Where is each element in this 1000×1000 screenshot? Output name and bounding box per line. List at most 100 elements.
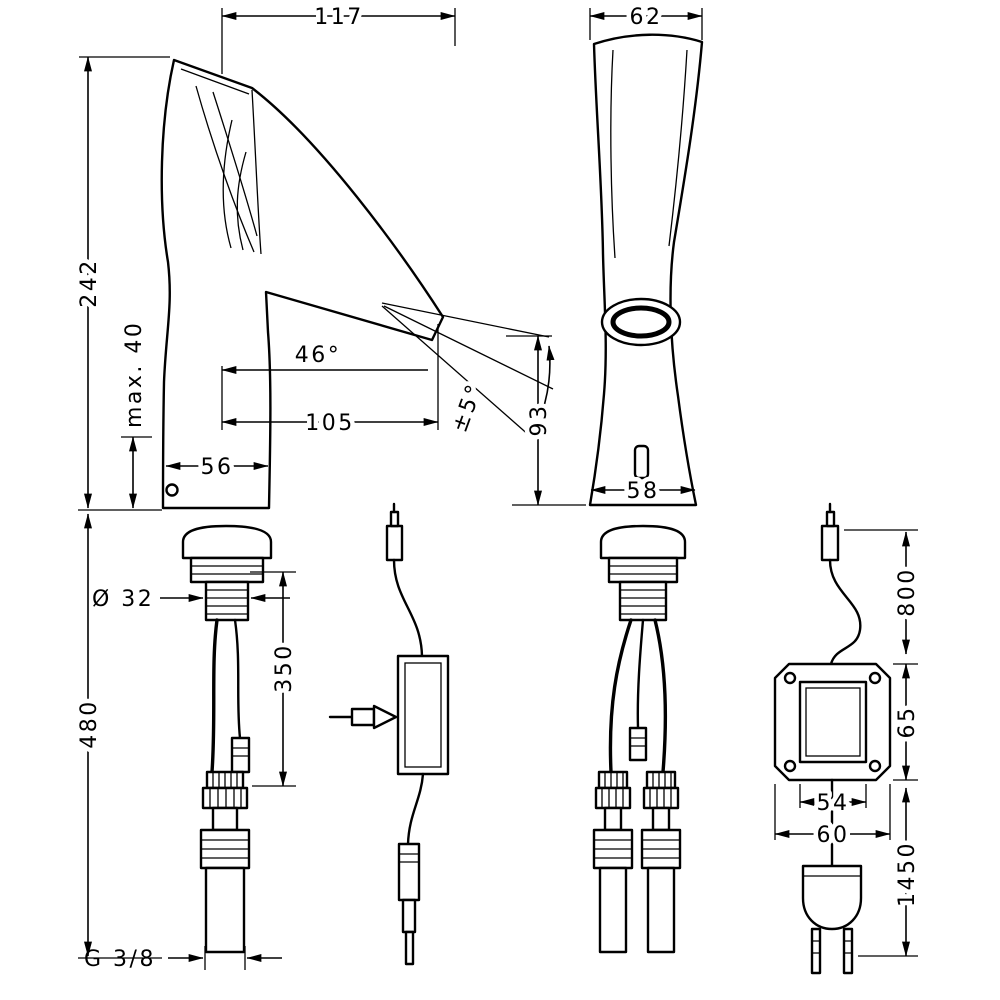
supply-hose-side: [210, 618, 219, 774]
front-contour-right: [668, 49, 688, 247]
top-connector-tip: [389, 510, 400, 528]
mounting-nut-side: [189, 556, 265, 584]
extension-lines: [204, 946, 246, 970]
euro-plug-body: [801, 864, 863, 931]
dim-label-box-width: 60: [817, 823, 850, 848]
escutcheon-front: [599, 524, 687, 560]
dim-box-height: 65: [891, 663, 925, 781]
dim-top-width: 62: [589, 1, 703, 40]
hoses-front: [608, 618, 668, 774]
dim-outlet-height: 93: [506, 335, 586, 506]
fitting-2-ribs: [601, 788, 624, 808]
dim-label-cord-length: 1450: [895, 841, 920, 907]
front-contour-left: [610, 49, 616, 259]
dim-hose-length: 480: [73, 513, 162, 959]
dim-max-mounting: max. 40: [118, 316, 152, 509]
hose-right-front: [653, 618, 668, 774]
sensor-cable-front: [636, 618, 645, 730]
connector-fitting-2: [642, 786, 680, 810]
faucet-front-view: [588, 33, 704, 507]
dim-spray-reach: 105: [221, 324, 439, 441]
control-box-inner: [404, 662, 442, 768]
top-connector-plug: [385, 524, 404, 562]
mounting-hardware-side: [181, 524, 273, 622]
spout-swirl-1: [195, 85, 255, 253]
dim-label-thread-size: G 3/8: [84, 947, 156, 972]
dim-label-spout-width: 117: [314, 5, 364, 30]
dim-body-height: 242: [73, 56, 170, 511]
transformer-box: [773, 662, 892, 782]
faucet-front-body: [588, 33, 704, 507]
sensor-led-icon: [165, 483, 179, 497]
mounting-nut-front: [607, 556, 679, 584]
dim-base-width: 58: [590, 475, 696, 509]
dim-label-box-inner-width: 54: [817, 791, 850, 816]
hose-connector-front-right: [640, 770, 682, 954]
plug-pin-left: [810, 927, 822, 975]
extension-lines: [250, 571, 296, 787]
ps-connector-body: [820, 524, 840, 562]
extension-lines: [78, 56, 170, 511]
box-inner-frame-2: [805, 687, 861, 757]
plug-profile-ribs: [399, 853, 419, 863]
dim-label-max-mounting: max. 40: [122, 321, 147, 428]
dim-label-spray-reach: 105: [305, 411, 355, 436]
hose-connector-front-left: [592, 770, 634, 954]
connector-block-ribs: [594, 839, 632, 859]
spout-swirl-4: [236, 151, 247, 251]
cable-plug-ribs-front: [630, 737, 646, 747]
dim-label-cable-length: 350: [272, 643, 297, 693]
control-unit-assembly: [328, 502, 450, 966]
hose-left-front: [608, 618, 633, 774]
screw-top-right-icon: [868, 671, 882, 685]
dim-box-inner-width: 54: [799, 784, 867, 821]
screw-bottom-left-icon: [783, 759, 797, 773]
ps-cable-upper: [828, 558, 862, 666]
spray-line-center: [383, 305, 554, 390]
dim-label-cable-to-box: 800: [895, 567, 920, 617]
spray-line-upper: [381, 302, 550, 338]
dim-box-width: 60: [774, 784, 891, 853]
spout-inner-edge: [251, 89, 262, 255]
extension-lines: [506, 335, 586, 506]
ps-connector-tip: [825, 510, 836, 528]
box-inner-frame: [798, 680, 868, 764]
fitting-1-ribs: [212, 772, 238, 788]
connector-neck: [211, 806, 239, 832]
dim-label-hole-diameter: Ø 32: [92, 587, 154, 612]
fitting-2-ribs: [649, 788, 672, 808]
dim-label-spray-angle: 46°: [295, 343, 342, 368]
dim-cable-length: 350: [250, 571, 302, 787]
cable-lower: [406, 772, 425, 846]
fitting-1-ribs: [604, 772, 624, 788]
dim-label-hose-length: 480: [77, 699, 102, 749]
spout-swirl-3: [222, 119, 233, 249]
dim-thread-size: G 3/8: [84, 946, 282, 972]
screw-top-left-icon: [783, 671, 797, 685]
faucet-side-body: [160, 58, 445, 510]
dim-spout-width: 117: [221, 1, 456, 74]
screw-bottom-right-icon: [868, 759, 882, 773]
sensor-cable-side: [233, 618, 242, 740]
connector-sleeve: [204, 866, 246, 954]
shank-threads-side: [206, 589, 248, 615]
cable-upper: [392, 558, 424, 658]
plug-profile-body: [397, 842, 421, 902]
spout-opening-rim: [180, 68, 250, 95]
nut-ribs-front: [609, 565, 677, 575]
connector-sleeve: [646, 866, 676, 954]
fitting-1-ribs: [652, 772, 672, 788]
nut-ribs-side: [191, 565, 263, 575]
escutcheon-side: [181, 524, 273, 560]
faucet-side-view: [160, 58, 445, 510]
connector-neck: [603, 806, 623, 832]
power-supply-unit: [773, 502, 892, 975]
dim-label-base-depth: 56: [201, 455, 234, 480]
connector-block-ribs: [201, 839, 249, 859]
dim-cable-to-box: 800: [844, 529, 925, 655]
dim-label-base-width: 58: [627, 479, 660, 504]
dim-label-body-height: 242: [77, 258, 102, 308]
connector-block-ribs: [642, 839, 680, 859]
